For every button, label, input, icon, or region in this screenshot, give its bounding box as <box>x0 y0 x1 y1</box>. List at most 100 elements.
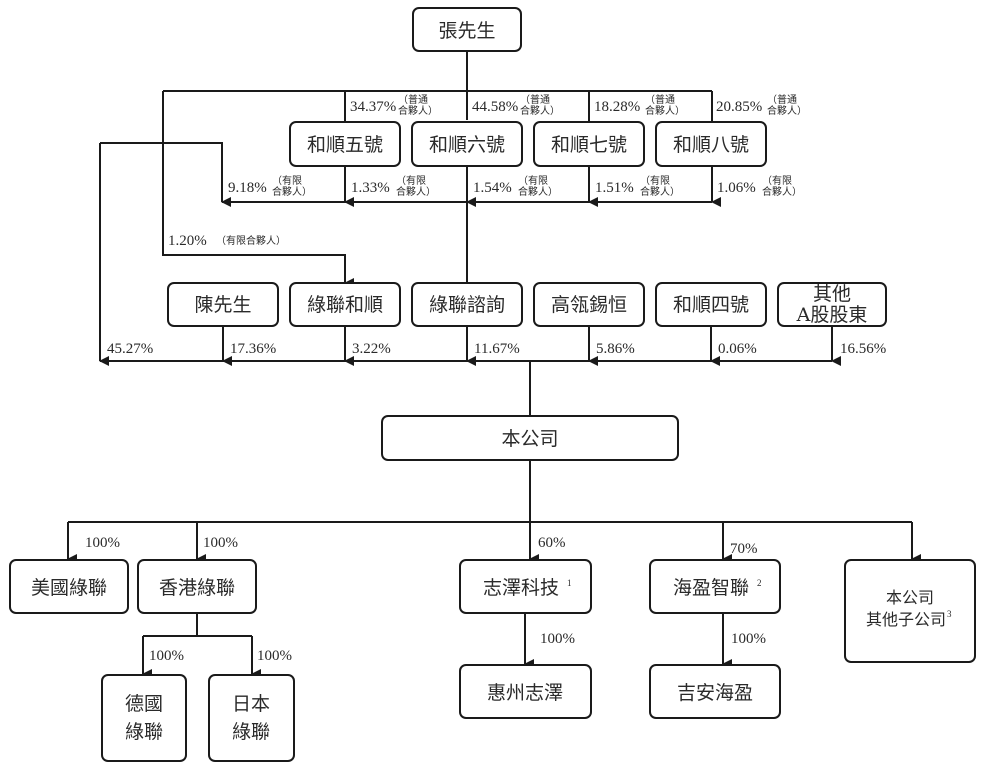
percent-label: 44.58% <box>472 99 518 115</box>
percent-label: 1.33% <box>351 180 390 196</box>
node-label: 本公司 <box>501 428 558 450</box>
note: 合夥人） <box>640 185 680 198</box>
percent-label: 3.22% <box>352 341 391 357</box>
note: 合夥人） <box>645 104 685 117</box>
node-label: A股股東 <box>796 304 868 326</box>
node-heshun-7: 和順七號 <box>533 121 645 167</box>
node-heshun-4: 和順四號 <box>655 282 767 327</box>
node-heshun-5: 和順五號 <box>289 121 401 167</box>
percent-label: 1.51% <box>595 180 634 196</box>
node-lvlian-consulting: 綠聯諮詢 <box>411 282 523 327</box>
note: （有限 <box>640 174 670 187</box>
node-label: 其他 <box>813 283 851 305</box>
node-label: 綠聯和順 <box>307 294 383 316</box>
percent-label: 100% <box>203 535 238 551</box>
node-label: 惠州志澤 <box>487 682 563 704</box>
percent-label: 1.20% <box>168 233 207 249</box>
note: 合夥人） <box>767 104 807 117</box>
node-label: 和順六號 <box>429 134 505 156</box>
node-label: 綠聯 <box>232 721 270 743</box>
percent-label: 60% <box>538 535 566 551</box>
node-label: 其他子公司 <box>866 610 946 629</box>
note: （普通 <box>520 93 550 106</box>
lp-label-he7: 1.51% （有限 合夥人） <box>595 174 680 198</box>
percent-label: 5.86% <box>596 341 635 357</box>
note: （有限 <box>396 174 426 187</box>
percent-label: 100% <box>731 631 766 647</box>
node-label: 高瓴錫恒 <box>551 294 627 316</box>
percent-label: 20.85% <box>716 99 762 115</box>
node-ugreen-germany: 德國 綠聯 <box>101 674 187 762</box>
node-zhize-tech: 志澤科技 1 <box>459 559 592 614</box>
node-label: 德國 <box>125 693 163 715</box>
note: （普通 <box>767 93 797 106</box>
note: （有限 <box>518 174 548 187</box>
percent-label: 70% <box>730 541 758 557</box>
percent-label: 100% <box>149 648 184 664</box>
note: （有限合夥人） <box>216 234 286 247</box>
percent-label: 1.06% <box>717 180 756 196</box>
lp-label-he6: 1.54% （有限 合夥人） <box>473 174 558 198</box>
percent-label: 18.28% <box>594 99 640 115</box>
note: （普通 <box>645 93 675 106</box>
node-label: 吉安海盈 <box>677 682 753 704</box>
arrow <box>162 91 354 288</box>
node-label: 和順五號 <box>307 134 383 156</box>
node-label: 綠聯 <box>125 721 163 743</box>
node-label: 本公司 <box>886 588 934 607</box>
note: （有限 <box>762 174 792 187</box>
node-ugreen-usa: 美國綠聯 <box>9 559 129 614</box>
node-label: 香港綠聯 <box>159 577 235 599</box>
percent-label: 11.67% <box>474 341 520 357</box>
node-mr-chen: 陳先生 <box>167 282 279 327</box>
node-label: 海盈智聯 <box>673 577 749 599</box>
node-heshun-8: 和順八號 <box>655 121 767 167</box>
percent-label: 45.27% <box>107 341 153 357</box>
node-label: 和順八號 <box>673 134 749 156</box>
note: 合夥人） <box>762 185 802 198</box>
note: （普通 <box>398 93 428 106</box>
node-label: 陳先生 <box>194 294 251 316</box>
node-label: 志澤科技 <box>483 577 559 599</box>
node-other-subsidiaries: 本公司 其他子公司 3 <box>844 559 976 663</box>
node-ugreen-hk: 香港綠聯 <box>137 559 257 614</box>
node-label: 美國綠聯 <box>31 577 107 599</box>
node-company: 本公司 <box>381 415 679 461</box>
node-mr-zhang: 張先生 <box>412 7 522 52</box>
note: 合夥人） <box>396 185 436 198</box>
note: 合夥人） <box>398 104 438 117</box>
lp-label-he8: 1.06% （有限 合夥人） <box>717 174 802 198</box>
node-gaoling-xiheng: 高瓴錫恒 <box>533 282 645 327</box>
node-label: 綠聯諮詢 <box>429 294 505 316</box>
node-other-a-shareholders: 其他 A股股東 <box>777 282 887 327</box>
footnote-marker: 1 <box>567 578 572 588</box>
percent-label: 0.06% <box>718 341 757 357</box>
node-label: 日本 <box>232 693 270 715</box>
note: （有限 <box>272 174 302 187</box>
node-label: 張先生 <box>438 20 495 42</box>
percent-label: 1.54% <box>473 180 512 196</box>
gp-label-he6: 44.58% （普通 合夥人） <box>472 93 560 117</box>
node-lvlian-heshun: 綠聯和順 <box>289 282 401 327</box>
arrow <box>100 142 231 207</box>
percent-label: 100% <box>85 535 120 551</box>
percent-label: 16.56% <box>840 341 886 357</box>
note: 合夥人） <box>272 185 312 198</box>
footnote-marker: 3 <box>947 609 952 619</box>
percent-label: 100% <box>257 648 292 664</box>
percent-label: 17.36% <box>230 341 276 357</box>
lp-label-lianhe: 1.20% （有限合夥人） <box>168 233 286 249</box>
percent-label: 100% <box>540 631 575 647</box>
node-jian-haiying: 吉安海盈 <box>649 664 781 719</box>
gp-label-he8: 20.85% （普通 合夥人） <box>716 93 807 117</box>
node-ugreen-japan: 日本 綠聯 <box>208 674 295 762</box>
node-label: 和順七號 <box>551 134 627 156</box>
node-heshun-6: 和順六號 <box>411 121 523 167</box>
node-huizhou-zhize: 惠州志澤 <box>459 664 592 719</box>
node-label: 和順四號 <box>673 294 749 316</box>
node-haiying-zhilian: 海盈智聯 2 <box>649 559 781 614</box>
gp-label-he5: 34.37% （普通 合夥人） <box>350 93 438 117</box>
percent-label: 9.18% <box>228 180 267 196</box>
note: 合夥人） <box>518 185 558 198</box>
